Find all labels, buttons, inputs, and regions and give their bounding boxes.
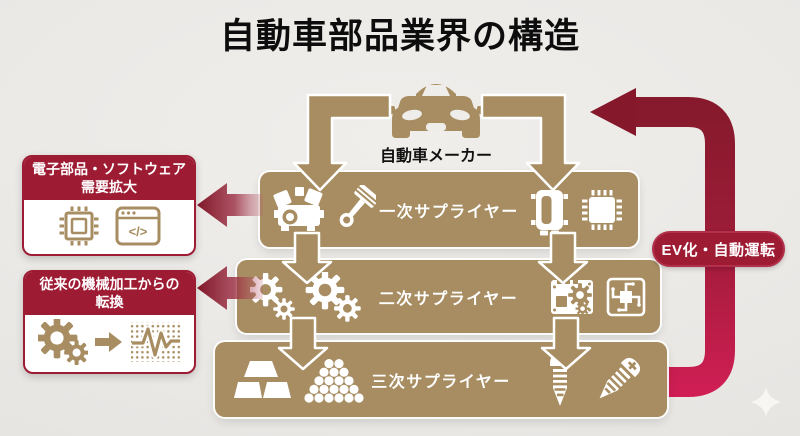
- screw-diagonal-icon: [592, 354, 644, 405]
- callout-machining-shift: 従来の機械加工からの 転換: [23, 270, 196, 374]
- sparkle-icon: [751, 387, 781, 417]
- callout1-title-line2: 需要拡大: [81, 179, 137, 196]
- page-title: 自動車部品業界の構造: [219, 17, 580, 56]
- waveform-icon: [130, 322, 181, 363]
- ev-autonomy-badge: EV化・自動運転: [652, 231, 785, 267]
- callout2-title-line1: 従来の機械加工からの: [39, 276, 180, 292]
- tier2-label: 二次サプライヤー: [378, 290, 519, 308]
- chip-icon: [582, 189, 622, 230]
- callout1-title-line1: 電子部品・ソフトウェア: [32, 161, 186, 177]
- chip-outline-icon: [59, 206, 99, 246]
- car-icon: [386, 84, 486, 138]
- callout-electronics-demand: 電子部品・ソフトウェア 需要拡大: [22, 155, 196, 256]
- maker-label: 自動車メーカー: [379, 148, 492, 165]
- code-glyph: </>: [129, 224, 148, 239]
- tier1-to-callout1-arrow: [197, 183, 263, 227]
- tier1-label: 一次サプライヤー: [379, 203, 519, 221]
- ecu-icon: [531, 189, 568, 235]
- tier2-box: 二次サプライヤー: [237, 260, 660, 333]
- ev-arrowhead: [590, 88, 636, 136]
- metal-ingots-icon: [234, 360, 291, 398]
- screw-icon: [550, 353, 570, 406]
- gears-icon: [37, 319, 88, 366]
- pcb-gears-icon: [551, 279, 593, 316]
- tier3-label: 三次サプライヤー: [371, 373, 511, 391]
- right-arrow-icon: [94, 332, 122, 353]
- tier3-box: 三次サプライヤー: [215, 342, 667, 417]
- callout2-title-line2: 転換: [95, 294, 124, 311]
- code-window-icon: </>: [115, 206, 161, 246]
- ev-autonomy-label: EV化・自動運転: [661, 241, 776, 259]
- tier1-box: 一次サプライヤー: [260, 172, 638, 247]
- circuit-trace-icon: [606, 277, 646, 316]
